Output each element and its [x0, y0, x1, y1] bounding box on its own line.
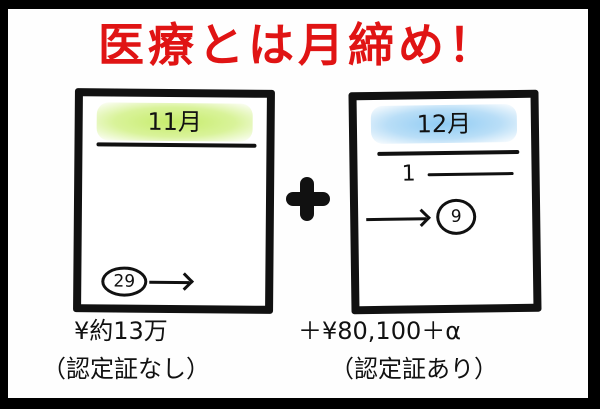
header-rule — [96, 142, 257, 148]
comic-panel: 医療とは月締め！ 11月 29 12月 1 9 ¥約13万 （認定証なし） ＋¥… — [8, 9, 588, 398]
marked-day: 9 — [450, 206, 462, 227]
month-label-december: 12月 — [370, 103, 518, 145]
panel-title: 医療とは月締め！ — [98, 18, 498, 72]
marked-day-circle: 9 — [435, 198, 477, 236]
arrow-right-icon — [366, 217, 427, 222]
calendar-november: 11月 29 — [73, 88, 275, 314]
note-november: （認定証なし） — [42, 355, 210, 383]
first-day: 1 — [401, 161, 416, 187]
month-label-november: 11月 — [96, 102, 253, 142]
note-december: （認定証あり） — [330, 355, 498, 383]
cost-december: ＋¥80,100＋α — [298, 317, 462, 345]
marked-day: 29 — [113, 271, 136, 292]
plus-icon — [286, 177, 330, 221]
cost-november: ¥約13万 — [74, 317, 168, 345]
marked-day-circle: 29 — [101, 266, 148, 297]
header-rule — [377, 149, 520, 156]
calendar-december: 12月 1 9 — [348, 89, 542, 315]
day-line — [427, 172, 514, 177]
arrow-right-icon — [149, 280, 190, 285]
